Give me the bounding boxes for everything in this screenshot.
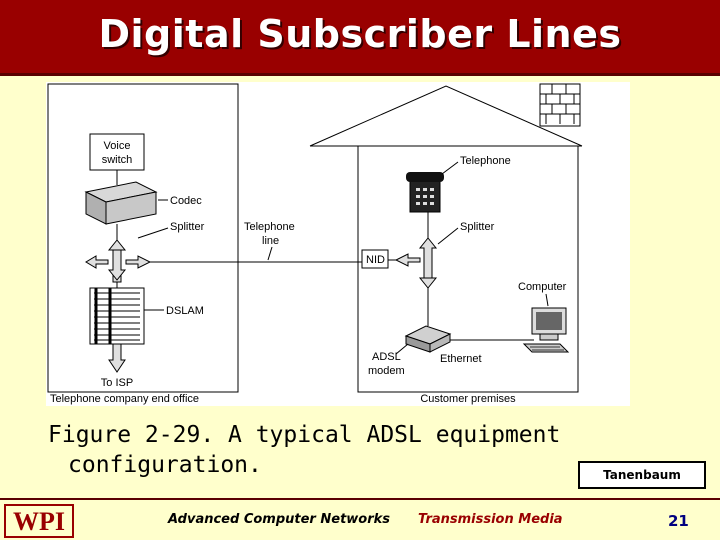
telephone-label: Telephone [460,155,511,167]
svg-text:WPI: WPI [13,507,65,536]
voice-switch-label: Voice [104,140,131,152]
splitter-right-label: Splitter [460,221,495,233]
splitter-right-icon [394,237,438,289]
house-outline [309,85,583,393]
footer-topic: Transmission Media [418,512,563,527]
computer-label: Computer [518,281,567,293]
premises-label: Customer premises [420,393,516,405]
nid-label: NID [366,254,385,266]
caption-line-1: Figure 2-29. A typical ADSL equipment [48,422,561,448]
credit-box: Tanenbaum [578,461,706,489]
codec-label: Codec [170,195,202,207]
wpi-logo: WPI [4,504,74,538]
telephone-line-label-2: line [262,235,279,247]
codec-icon [84,181,158,225]
splitter-left-label: Splitter [170,221,205,233]
splitter-left-icon [85,239,152,283]
voice-switch-label-2: switch [102,154,133,166]
adsl-modem-label-2: modem [368,365,405,377]
adsl-diagram: Voice switch Codec Splitter Telephone li… [46,82,630,406]
caption-line-2: configuration. [68,452,262,478]
footer-course: Advanced Computer Networks [168,512,391,527]
ethernet-label: Ethernet [440,353,482,365]
dslam-icon [89,287,145,345]
office-label: Telephone company end office [50,393,199,405]
adsl-modem-label: ADSL [372,351,401,363]
title-bar: Digital Subscriber Lines [0,0,720,76]
computer-icon [522,307,570,353]
slide-title: Digital Subscriber Lines [98,12,622,56]
to-isp-label: To ISP [101,377,133,389]
page-number: 21 [668,512,689,530]
to-isp-arrow-icon [108,343,126,373]
chimney-icon [539,83,581,127]
footer-divider [0,498,720,500]
telephone-line-label: Telephone [244,221,295,233]
figure-caption: Figure 2-29. A typical ADSL equipment co… [48,420,608,480]
voice-switch-box [89,133,145,171]
telephone-icon [406,172,444,213]
office-boundary [47,83,239,393]
adsl-modem-icon [404,325,452,353]
dslam-label: DSLAM [166,305,204,317]
nid-box [361,249,389,269]
